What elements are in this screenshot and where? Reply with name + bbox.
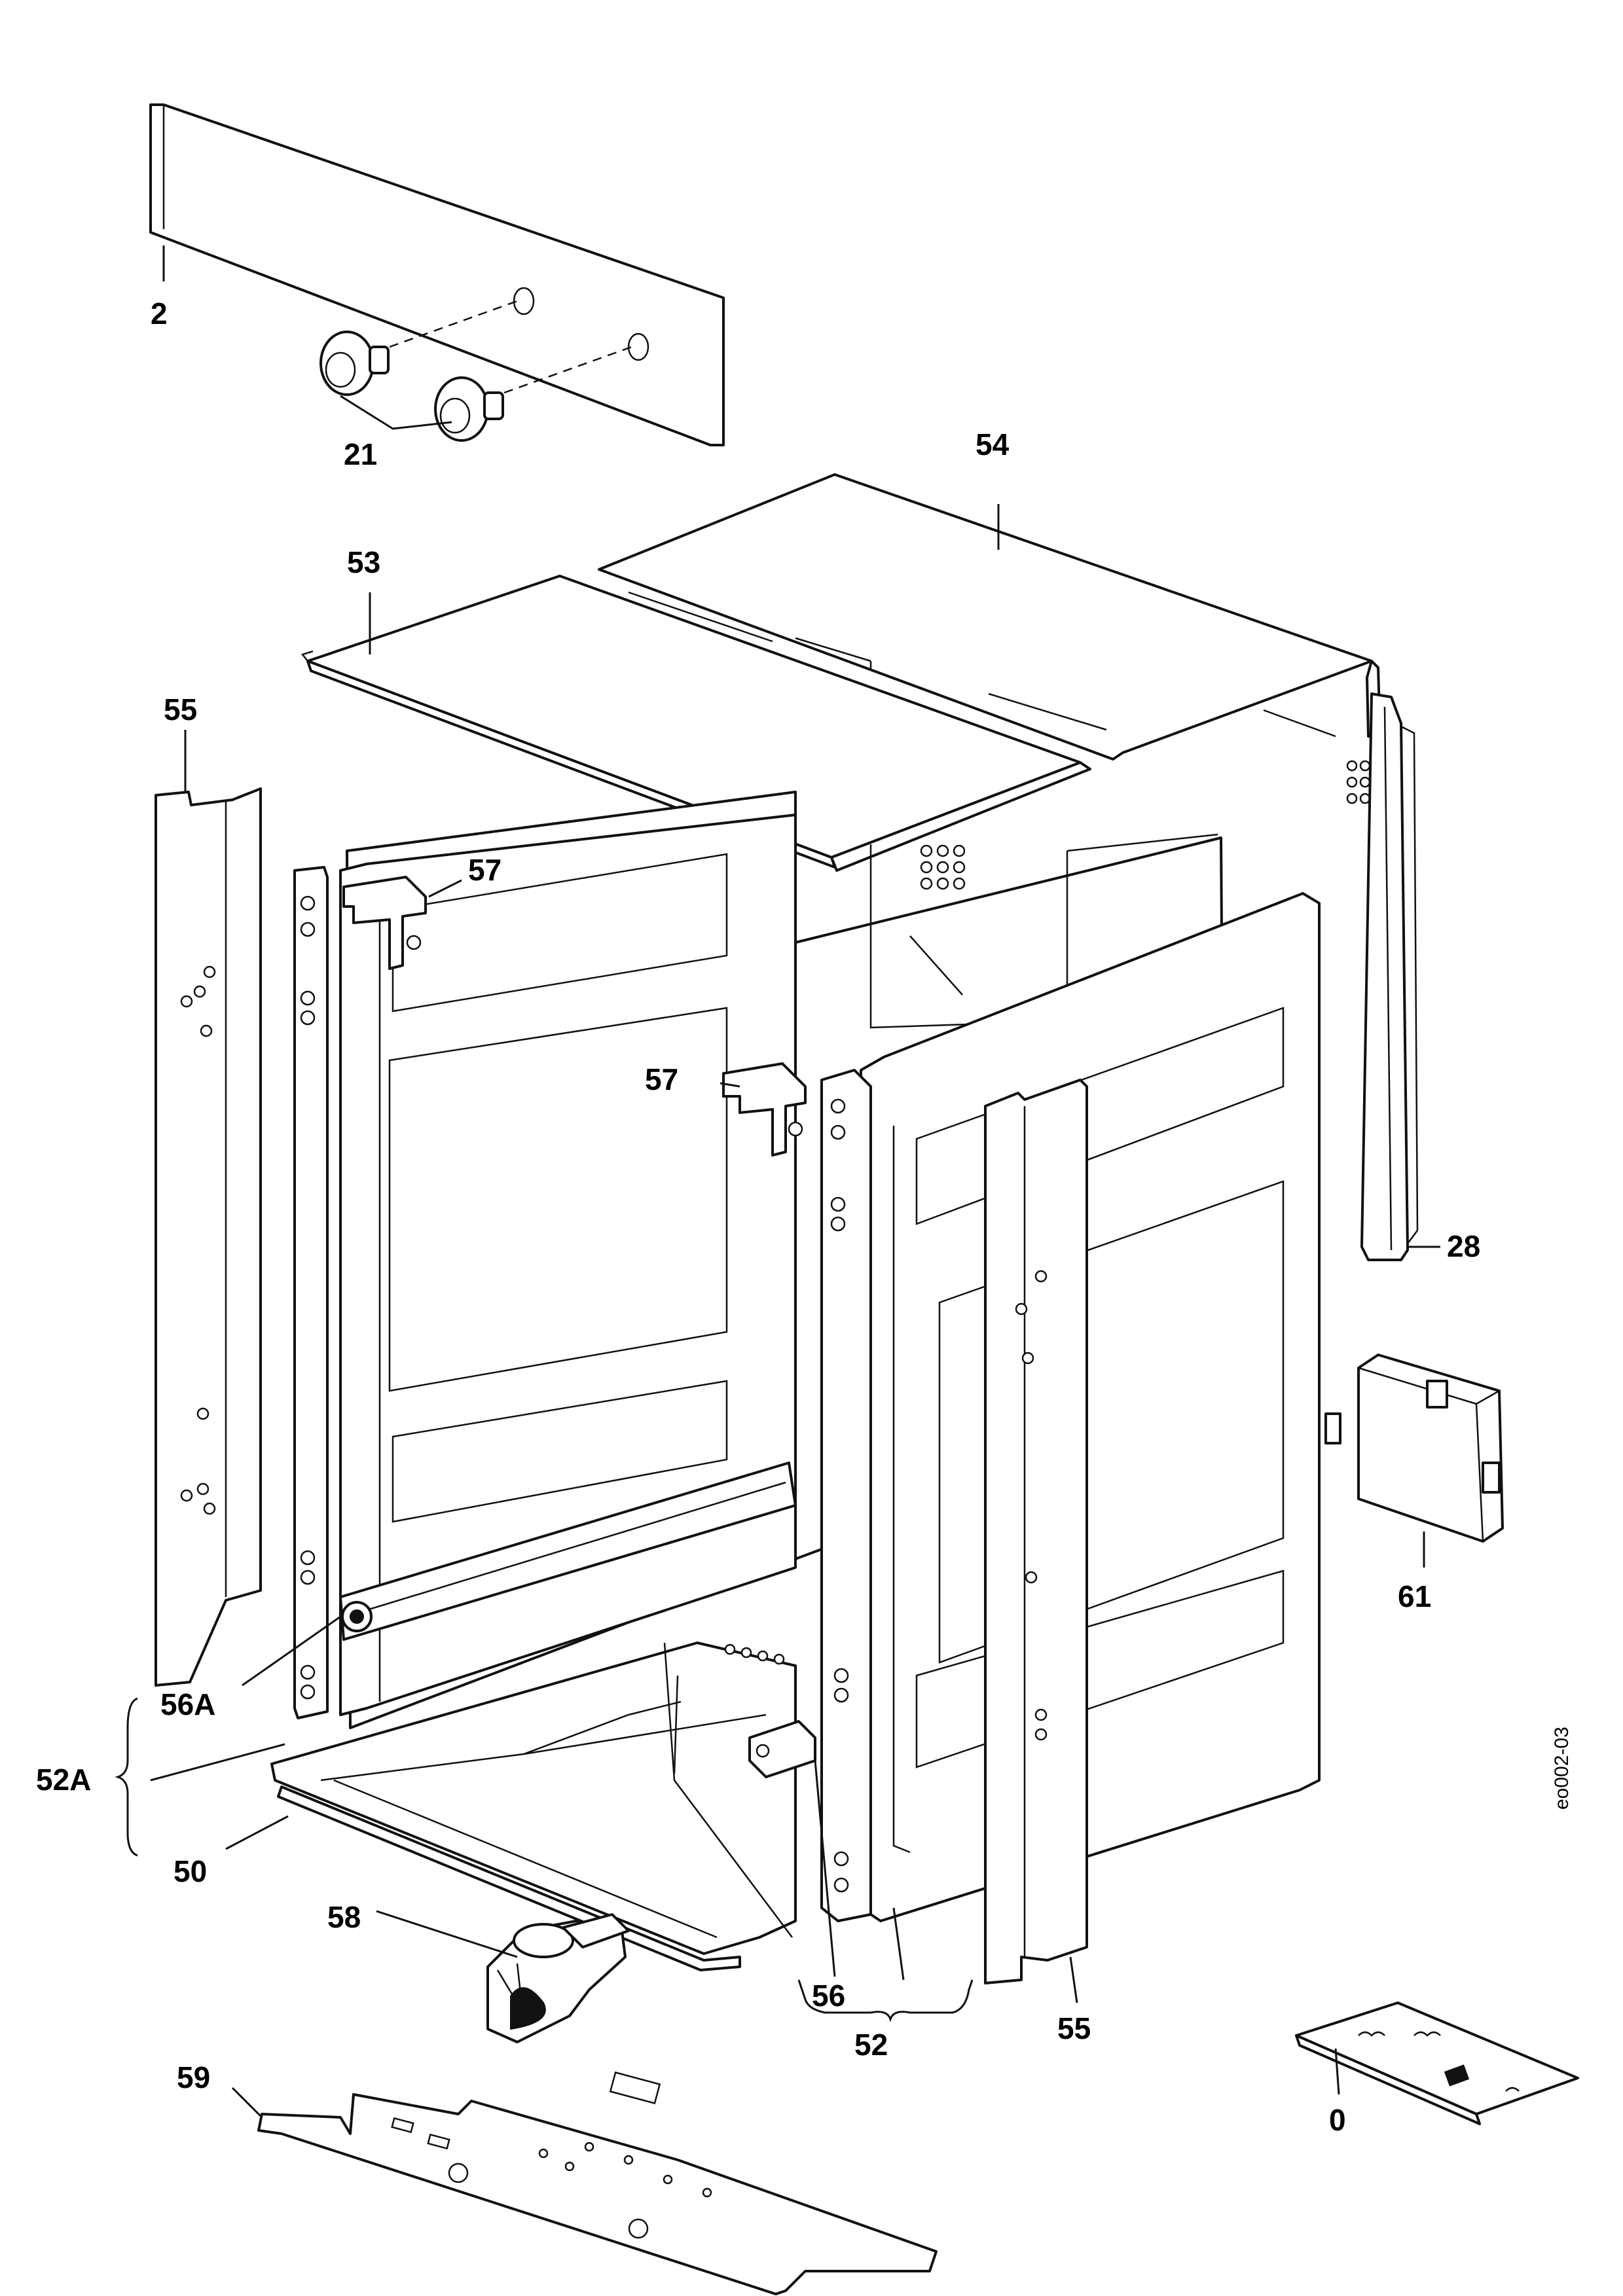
callout-58: 58	[327, 1900, 361, 1934]
tray-holes	[724, 1643, 785, 1665]
callout-56: 56	[812, 1979, 845, 2013]
side-trim-right	[984, 1079, 1088, 1984]
knob-lower	[434, 376, 504, 442]
callout-52: 52	[854, 2028, 888, 2062]
callout-54: 54	[976, 427, 1010, 461]
callout-0: 0	[1329, 2103, 1346, 2137]
left-side-panel	[339, 814, 797, 1716]
floor-plate	[257, 2071, 938, 2295]
bracket-center	[722, 1062, 807, 1157]
leader-lines	[115, 245, 1440, 2119]
knob-upper	[319, 331, 390, 396]
base-tray	[270, 1641, 797, 1971]
instruction-booklet	[1295, 2001, 1579, 2125]
callout-57-center: 57	[645, 1062, 678, 1096]
rear-edge-strip	[1360, 692, 1419, 1261]
callout-50: 50	[173, 1854, 207, 1888]
rear-vent-holes	[920, 760, 1371, 890]
base-bracket	[748, 1720, 816, 1778]
callout-52A: 52A	[36, 1763, 91, 1797]
drawing-code: eo002-03	[1551, 1727, 1573, 1810]
callout-21: 21	[344, 437, 377, 471]
left-front-rail	[293, 866, 329, 1719]
callout-57-left: 57	[468, 853, 501, 887]
control-panel	[149, 103, 725, 446]
callout-55-right: 55	[1057, 2011, 1091, 2045]
callout-53: 53	[347, 545, 380, 579]
right-front-rail	[820, 1069, 872, 1922]
pump-motor	[486, 1913, 630, 2043]
electrical-box	[1324, 1354, 1504, 1543]
callout-labels: 2 21 53 54 55 57 57 28 61 56A 52A 50 58 …	[36, 296, 1480, 2137]
callout-59: 59	[177, 2060, 210, 2094]
callout-61: 61	[1398, 1579, 1431, 1613]
right-side-panel	[860, 892, 1321, 1922]
bracket-left	[342, 876, 427, 970]
lower-cross-rail	[339, 1462, 797, 1641]
callout-28: 28	[1447, 1229, 1480, 1263]
callout-2: 2	[151, 296, 168, 331]
callout-55-left: 55	[164, 692, 197, 726]
side-trim-left	[155, 787, 262, 1687]
callout-56A: 56A	[160, 1687, 215, 1721]
